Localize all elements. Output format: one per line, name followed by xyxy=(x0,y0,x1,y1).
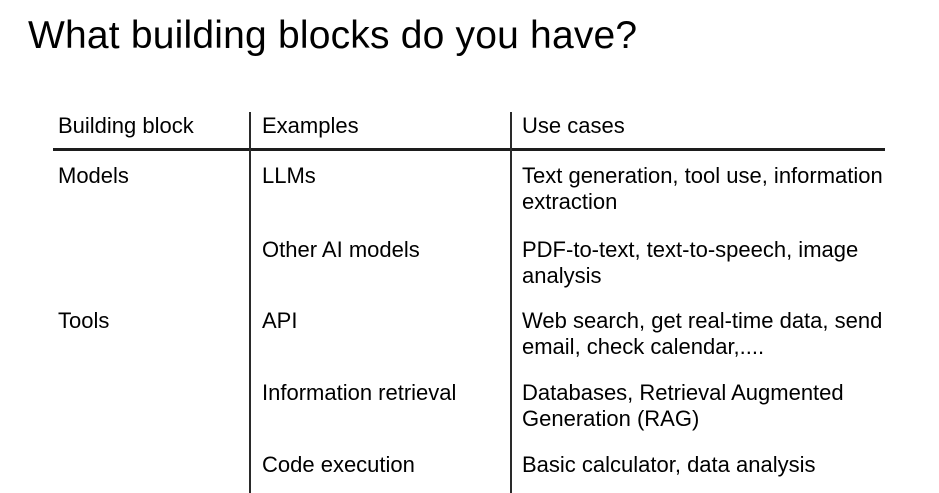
table-cell-block-models: Models xyxy=(58,163,129,188)
table-cell-usecases-api: Web search, get real-time data, send ema… xyxy=(522,308,883,359)
table-cell-example-other-ai-models: Other AI models xyxy=(262,237,420,262)
table-cell-usecases-information-retrieval: Databases, Retrieval Augmented Generatio… xyxy=(522,380,844,431)
column-header-examples: Examples xyxy=(262,113,359,138)
column-divider-1 xyxy=(249,112,251,493)
header-underline xyxy=(53,148,885,151)
column-header-building-block: Building block xyxy=(58,113,194,138)
table-cell-usecases-other-ai-models: PDF-to-text, text-to-speech, image analy… xyxy=(522,237,859,288)
column-header-use-cases: Use cases xyxy=(522,113,625,138)
table-cell-usecases-code-execution: Basic calculator, data analysis xyxy=(522,452,816,477)
table-cell-example-information-retrieval: Information retrieval xyxy=(262,380,457,405)
table-cell-example-api: API xyxy=(262,308,298,333)
table-cell-usecases-llms: Text generation, tool use, information e… xyxy=(522,163,883,214)
table-cell-example-code-execution: Code execution xyxy=(262,452,415,477)
table-cell-block-tools: Tools xyxy=(58,308,110,333)
column-divider-2 xyxy=(510,112,512,493)
table-cell-example-llms: LLMs xyxy=(262,163,316,188)
page-title: What building blocks do you have? xyxy=(28,14,638,57)
